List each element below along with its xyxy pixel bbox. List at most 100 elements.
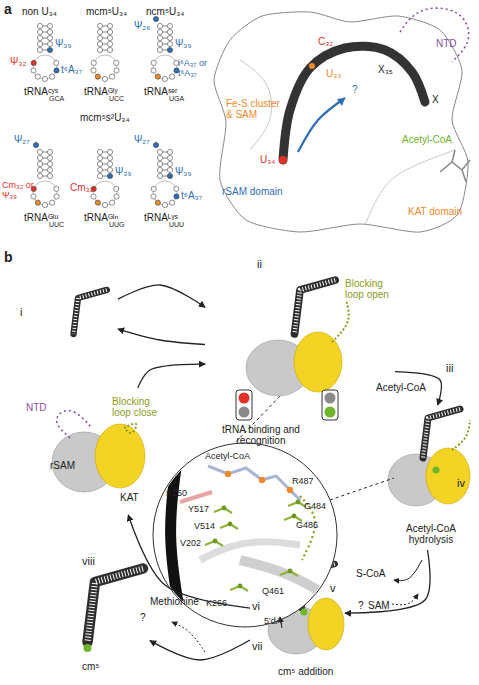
nucleotide-dot <box>167 35 172 40</box>
nucleotide-dot <box>162 76 167 81</box>
ribbon <box>200 542 300 560</box>
figure-label: Q461 <box>262 586 284 596</box>
nucleotide-dot <box>54 194 59 199</box>
light-bottom <box>325 407 336 418</box>
phosphate-atom <box>287 487 293 493</box>
residue-atom <box>292 514 297 519</box>
nucleotide-dot <box>107 29 112 34</box>
nucleotide-dot <box>37 41 42 46</box>
figure-label: ? <box>352 84 358 95</box>
anticodon-strand <box>298 98 345 152</box>
figure-label: V514 <box>194 521 215 531</box>
figure-label: S-CoA <box>356 568 385 579</box>
release-arrow <box>394 560 422 581</box>
light-top <box>325 393 336 404</box>
acetyl-coa-sticks <box>440 150 470 182</box>
nucleotide-dot <box>167 155 172 160</box>
nucleotide-dot <box>151 60 156 65</box>
figure-label: Fe-S cluster & SAM <box>226 98 286 120</box>
cycle-state: vvi5′dAviicm⁵ addition <box>250 560 345 682</box>
nucleotide-dot <box>97 149 102 154</box>
nucleotide-dot <box>97 47 102 52</box>
blocking-loop <box>124 424 136 433</box>
kat-domain <box>294 332 342 392</box>
residue-atom <box>296 500 301 505</box>
light-bottom <box>239 407 250 418</box>
nucleotide-dot <box>95 200 100 205</box>
nucleotide-dot <box>151 186 156 191</box>
figure-label: rSAM domain <box>222 186 283 197</box>
trna-model <box>423 409 460 458</box>
cm5-mark <box>301 609 308 616</box>
nucleotide-dot <box>155 200 160 205</box>
blocking-loop <box>452 420 470 450</box>
nucleotide-dot <box>31 60 36 65</box>
figure-label: UUG <box>109 221 125 229</box>
nucleotide-dot <box>167 47 172 52</box>
nucleotide-dot <box>170 200 175 205</box>
figure-label: R487 <box>292 476 314 486</box>
nucleotide-dot <box>37 173 42 178</box>
nucleotide-dot <box>170 74 175 79</box>
figure-label: Acetyl-CoA <box>402 134 452 145</box>
figure-label: Cm₃₂ or Ψ₃₉ <box>2 180 34 200</box>
cycle-arrow <box>118 285 205 307</box>
figure-label: Y517 <box>188 504 209 514</box>
trna-rungs <box>295 280 336 334</box>
nucleotide-dot <box>47 155 52 160</box>
anticodon-stem-loop <box>151 16 179 81</box>
u34-dot <box>279 156 287 164</box>
loop-outline <box>33 55 57 79</box>
figure-label: mcm⁵s²U₃₄ <box>80 112 130 123</box>
figure-label: UUC <box>49 221 64 229</box>
figure-label: t⁶A₃₇ <box>61 64 82 75</box>
figure-label: Ψ₃₉ <box>175 38 191 49</box>
figure-label: U₃₄ <box>260 154 275 165</box>
residue-atom <box>238 584 243 589</box>
figure-label: ? <box>140 612 146 623</box>
nucleotide-dot <box>47 35 52 40</box>
ntd-loop <box>57 410 92 438</box>
figure-label: G484 <box>304 501 326 511</box>
nucleotide-dot <box>157 41 162 46</box>
nucleotide-dot <box>157 149 162 154</box>
state-label: Blocking loop close <box>112 396 170 418</box>
figure-label: t⁶A₃₇ <box>181 190 202 201</box>
state-label: KAT <box>120 492 139 503</box>
nucleotide-dot <box>157 155 162 160</box>
nucleotide-dot <box>107 41 112 46</box>
nucleotide-dot <box>47 47 52 52</box>
cycle-arrow <box>118 329 205 344</box>
figure-label: X <box>432 94 439 105</box>
nucleotide-dot <box>54 68 59 73</box>
figure-label: i⁶A₃₇ or t⁶A₃₇ <box>178 58 214 78</box>
nucleotide-dot <box>153 142 158 147</box>
acetyl-coa-model <box>208 466 300 500</box>
enzyme-outline <box>214 12 468 232</box>
nucleotide-dot <box>47 167 52 172</box>
nucleotide-dot <box>157 167 162 172</box>
figure-label: Ψ₃₉ <box>115 166 131 177</box>
figure-label: Ψ₂₇ <box>14 134 30 145</box>
nucleotide-dot <box>97 155 102 160</box>
figure-label: K150 <box>166 488 187 498</box>
nucleotide-dot <box>157 29 162 34</box>
nucleotide-dot <box>47 173 52 178</box>
figure-label: GCA <box>49 95 64 103</box>
loop-outline <box>93 55 117 79</box>
state-label: cm⁵ addition <box>278 666 333 677</box>
cycle-state: ivAcetyl-CoA hydrolysis <box>385 405 477 550</box>
figure-label: NTD <box>436 38 457 49</box>
nucleotide-dot <box>107 173 112 178</box>
trna-body <box>88 569 144 643</box>
figure-label: Methionine <box>150 596 199 607</box>
nucleotide-dot <box>37 23 42 28</box>
ntd-loop <box>400 8 469 62</box>
figure-label: ? <box>358 600 364 611</box>
state-label: rSAM <box>50 460 75 471</box>
anticodon-stem-loop <box>91 23 119 81</box>
nucleotide-dot <box>42 76 47 81</box>
nucleotide-dot <box>37 47 42 52</box>
nucleotide-dot <box>47 29 52 34</box>
cycle-state: viiicm⁵ <box>30 555 150 680</box>
